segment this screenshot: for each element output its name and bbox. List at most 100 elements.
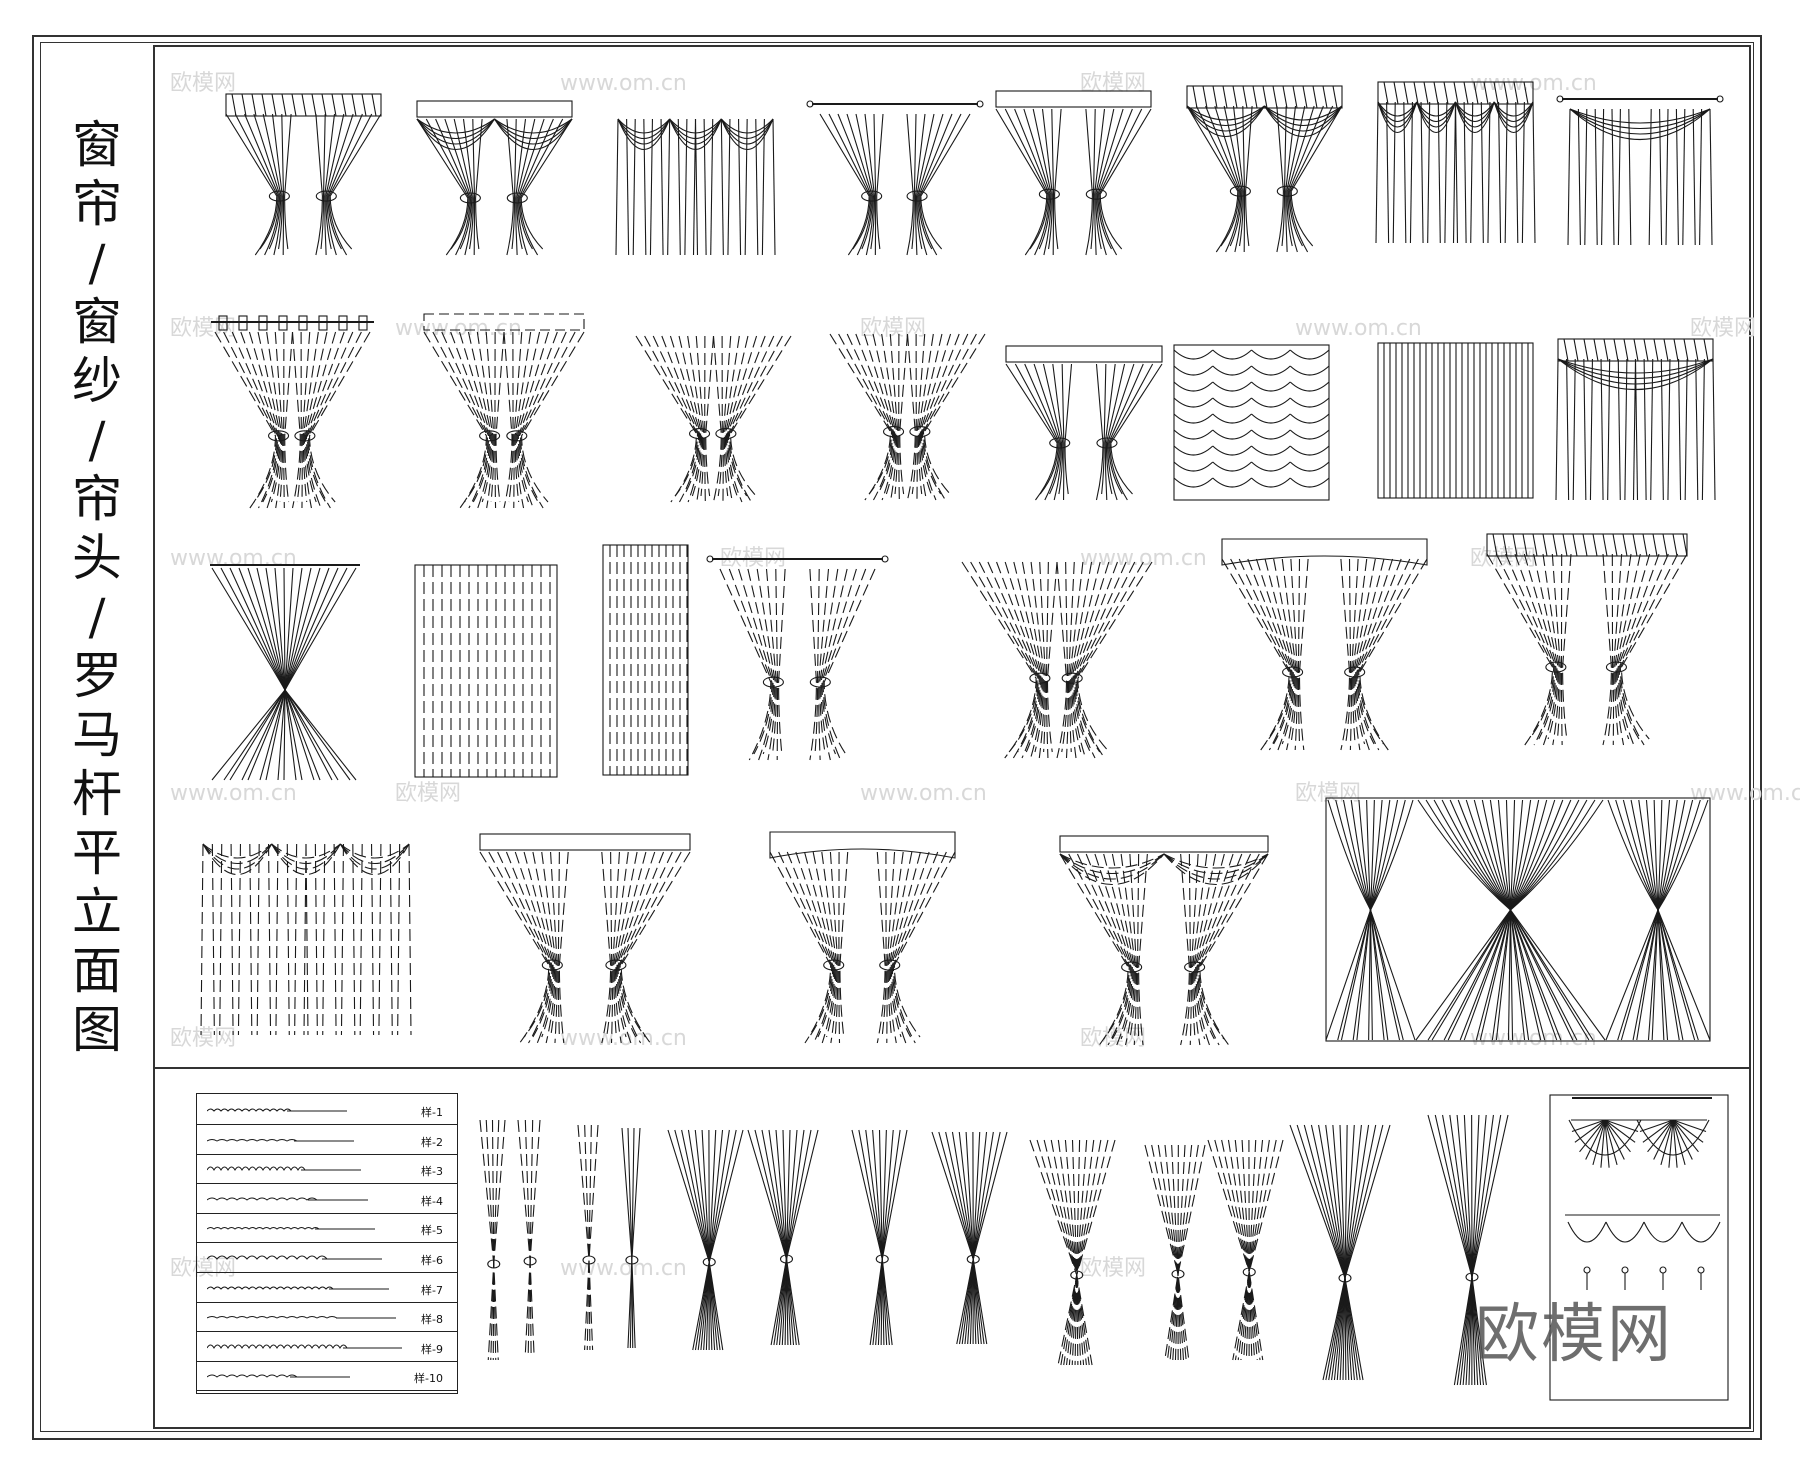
- fold-line: [972, 1131, 1008, 1345]
- tieback: [1605, 661, 1627, 673]
- pelmet-box: [416, 100, 573, 118]
- curtain-tab: [238, 315, 248, 331]
- legend-row: 样-5: [197, 1216, 457, 1244]
- fold-line: [557, 851, 560, 1038]
- fold-line: [219, 843, 223, 1036]
- sheer-19: [602, 544, 689, 776]
- title-char: 杆: [72, 765, 122, 823]
- fold-line: [606, 851, 613, 1038]
- tieback: [506, 192, 528, 204]
- swag-shade-14: [1173, 344, 1330, 501]
- fold-line: [1061, 363, 1065, 501]
- tieback: [1085, 188, 1107, 200]
- swag-fold: [1289, 413, 1330, 424]
- fold-line: [223, 331, 278, 503]
- swag-fold: [202, 843, 273, 875]
- legend-code: 样-9: [421, 1342, 443, 1356]
- fold-line: [1437, 101, 1441, 244]
- rod-finial: [806, 100, 814, 108]
- fold-line: [200, 843, 204, 1036]
- fold-line: [370, 843, 375, 1036]
- fold-line: [855, 333, 895, 495]
- valance-pleat: [1643, 338, 1649, 362]
- fold-line: [1634, 358, 1639, 501]
- fold-line: [822, 568, 867, 761]
- fan-line: [1647, 1119, 1674, 1153]
- legend-row: 样-3: [197, 1157, 457, 1185]
- fold-line: [519, 118, 564, 256]
- swag-fold: [1173, 365, 1214, 376]
- tieback: [882, 426, 905, 438]
- fold-line: [1138, 853, 1148, 1046]
- fold-line: [1073, 561, 1118, 753]
- fold-line: [632, 118, 636, 256]
- fold-line: [1207, 1139, 1250, 1361]
- tieback: [688, 428, 711, 440]
- curtain-04: [806, 100, 984, 256]
- swag-fold: [1212, 429, 1252, 440]
- fold-line: [1566, 358, 1570, 501]
- curtain-tab: [338, 315, 348, 331]
- swag-fold: [1569, 108, 1711, 124]
- fold-line: [829, 851, 839, 1038]
- fold-line: [284, 567, 357, 781]
- swag-fold: [669, 118, 722, 145]
- swag-fold: [1289, 349, 1330, 360]
- watermark-small: 欧模网: [1470, 546, 1536, 571]
- legend-wave: [207, 1197, 318, 1201]
- legend-code: 样-2: [421, 1135, 443, 1149]
- valance-pleat: [1222, 85, 1228, 109]
- fold-line: [515, 118, 527, 256]
- fold-line: [876, 113, 884, 250]
- fold-line: [1196, 853, 1243, 1040]
- tassel: [1697, 1266, 1705, 1274]
- fold-line: [505, 851, 553, 1038]
- tieback: [582, 1255, 596, 1265]
- legend-pattern: [207, 1227, 375, 1231]
- watermark-small: www.om.cn: [170, 781, 297, 806]
- fold-line: [1024, 363, 1060, 501]
- fold-line: [475, 118, 483, 250]
- valance-pleat: [1513, 81, 1519, 105]
- fan-line: [1579, 1119, 1606, 1153]
- swag-fold: [669, 118, 722, 139]
- fold-line: [1504, 101, 1508, 244]
- fold-line: [890, 851, 930, 1044]
- fold-line: [1628, 108, 1632, 246]
- fold-line: [291, 331, 301, 509]
- fold-line: [1617, 108, 1621, 246]
- fold-line: [283, 331, 285, 509]
- valance-pleat: [1403, 81, 1409, 105]
- tassel: [1659, 1266, 1667, 1274]
- fan-line: [1600, 1119, 1606, 1168]
- valance-pleat: [351, 93, 357, 117]
- fan-line: [1604, 1119, 1625, 1160]
- fold-line: [1355, 558, 1394, 751]
- legend-code: 样-4: [421, 1194, 443, 1208]
- fold-line: [558, 851, 569, 1044]
- title-char: 罗: [72, 647, 122, 705]
- fold-line: [479, 851, 550, 1044]
- drawing-panel: [153, 45, 1751, 1429]
- swag-fold: [1643, 1221, 1683, 1243]
- swag-fold: [1264, 105, 1343, 121]
- inner-frame: [40, 42, 1754, 1432]
- swag-fold: [1377, 101, 1418, 122]
- tieback: [1029, 672, 1051, 684]
- legend-code: 样-5: [421, 1224, 443, 1238]
- valance-pleat: [1632, 533, 1638, 557]
- swag-fold: [1163, 853, 1269, 875]
- valance-pleat: [1292, 85, 1298, 109]
- legend-code: 样-8: [421, 1313, 443, 1327]
- fold-line: [1454, 101, 1459, 244]
- legend-wave: [207, 1374, 298, 1379]
- watermark-small: www.om.cn: [395, 316, 522, 341]
- fold-line: [1514, 553, 1557, 740]
- fold-line: [1076, 1139, 1095, 1366]
- valance-pleat: [1522, 533, 1528, 557]
- fold-line: [524, 1119, 531, 1356]
- fold-line: [1290, 558, 1298, 751]
- fold-line: [769, 851, 832, 1044]
- legend-wave: [207, 1255, 328, 1260]
- fold-line: [301, 331, 311, 509]
